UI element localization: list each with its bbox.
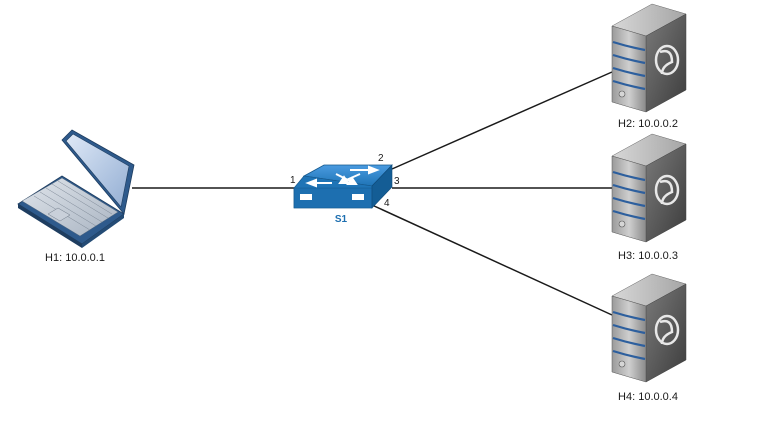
host-h4[interactable]: H4: 10.0.0.4 [610, 272, 688, 403]
port-2-label: 2 [378, 153, 384, 164]
host-h1-label: H1: 10.0.0.1 [45, 252, 105, 264]
port-3-label: 3 [394, 176, 400, 187]
host-h2[interactable]: H2: 10.0.0.2 [610, 2, 688, 130]
link-s1-h4 [371, 204, 613, 316]
links [132, 71, 613, 316]
laptop-icon [17, 129, 135, 248]
switch-s1[interactable]: S1 1 2 3 4 [290, 153, 400, 225]
host-h4-label: H4: 10.0.0.4 [618, 391, 678, 403]
switch-s1-label: S1 [335, 214, 348, 225]
host-h3[interactable]: H3: 10.0.0.3 [610, 132, 688, 262]
server-icon [610, 272, 688, 384]
port-4-label: 4 [384, 198, 390, 209]
link-s1-h2 [391, 71, 613, 170]
server-icon [610, 132, 688, 244]
port-1-label: 1 [290, 175, 296, 186]
host-h1[interactable]: H1: 10.0.0.1 [17, 129, 135, 264]
network-switch-icon [293, 164, 393, 209]
server-icon [610, 2, 688, 114]
host-h2-label: H2: 10.0.0.2 [618, 118, 678, 130]
host-h3-label: H3: 10.0.0.3 [618, 250, 678, 262]
